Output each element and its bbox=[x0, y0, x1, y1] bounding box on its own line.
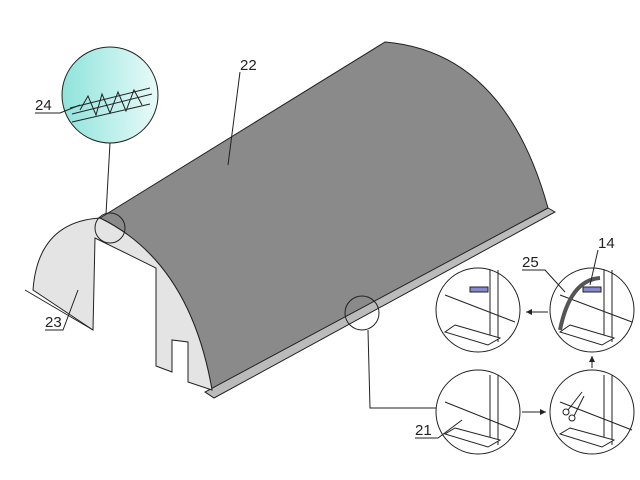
lacing-detail bbox=[69, 87, 153, 123]
label-end-wall: 23 bbox=[45, 314, 62, 331]
label-strap: 25 bbox=[522, 254, 539, 271]
label-seam-detail: 24 bbox=[35, 97, 52, 114]
end-wall bbox=[32, 217, 213, 391]
label-roof: 22 bbox=[240, 57, 257, 74]
anchor-locator-circle bbox=[344, 295, 380, 331]
seam-locator-circle bbox=[94, 212, 126, 244]
seam-detail-callout bbox=[61, 46, 159, 144]
label-buckle: 14 bbox=[598, 235, 615, 252]
scissors-icon bbox=[562, 391, 585, 422]
label-anchor: 21 bbox=[415, 422, 432, 439]
roof-skirt bbox=[204, 207, 557, 399]
